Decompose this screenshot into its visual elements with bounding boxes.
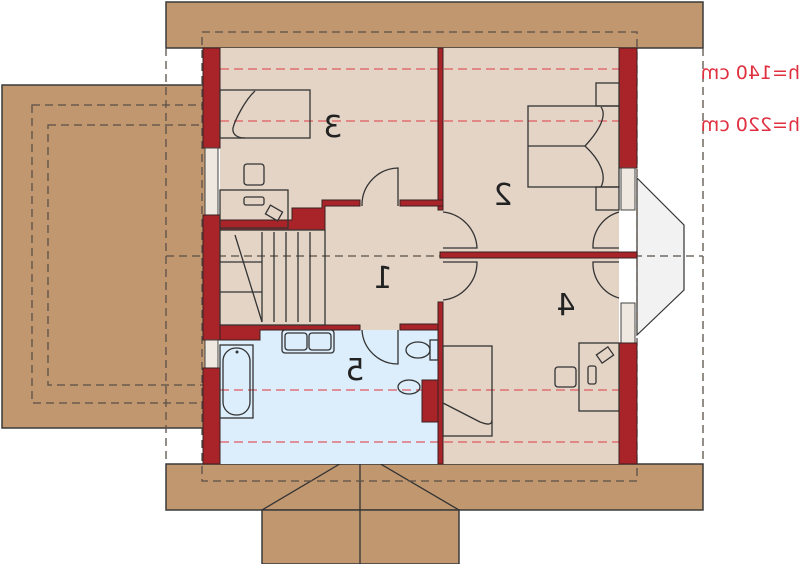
left-roof-outline bbox=[31, 104, 207, 404]
bottom-roof bbox=[165, 463, 704, 511]
wall bbox=[219, 324, 361, 341]
legend-height-220: h=220 cm bbox=[701, 114, 800, 136]
wall bbox=[437, 301, 444, 465]
wall bbox=[618, 47, 638, 169]
wall bbox=[202, 214, 221, 341]
toilet bbox=[405, 339, 439, 361]
door[interactable] bbox=[442, 211, 478, 249]
top-roof bbox=[165, 1, 704, 49]
desk bbox=[219, 163, 289, 229]
room-number-4: 4 bbox=[556, 288, 575, 323]
door[interactable] bbox=[442, 261, 478, 301]
room-number-1: 1 bbox=[373, 261, 392, 296]
wall bbox=[437, 47, 444, 211]
bed bbox=[442, 345, 493, 437]
wall bbox=[202, 47, 221, 149]
staircase bbox=[219, 229, 326, 326]
room-number-2: 2 bbox=[493, 178, 512, 213]
window bbox=[620, 167, 636, 211]
door[interactable] bbox=[592, 211, 620, 249]
door[interactable] bbox=[361, 329, 399, 365]
desk bbox=[554, 342, 620, 412]
wall bbox=[618, 342, 638, 465]
window bbox=[204, 147, 219, 216]
double-sink bbox=[281, 329, 335, 354]
wall bbox=[202, 367, 221, 465]
bathtub bbox=[219, 344, 254, 419]
room-number-3: 3 bbox=[323, 110, 342, 145]
window bbox=[204, 339, 219, 369]
wall bbox=[421, 379, 439, 423]
door[interactable] bbox=[361, 167, 399, 207]
wall bbox=[399, 323, 439, 331]
room-number-5: 5 bbox=[345, 353, 364, 388]
window bbox=[620, 302, 636, 344]
wall bbox=[399, 199, 444, 207]
door[interactable] bbox=[592, 261, 620, 299]
bed bbox=[219, 89, 311, 139]
wall bbox=[439, 251, 638, 259]
bidet bbox=[397, 379, 421, 395]
legend-height-140: h=140 cm bbox=[701, 62, 800, 84]
double-bed bbox=[527, 82, 620, 211]
